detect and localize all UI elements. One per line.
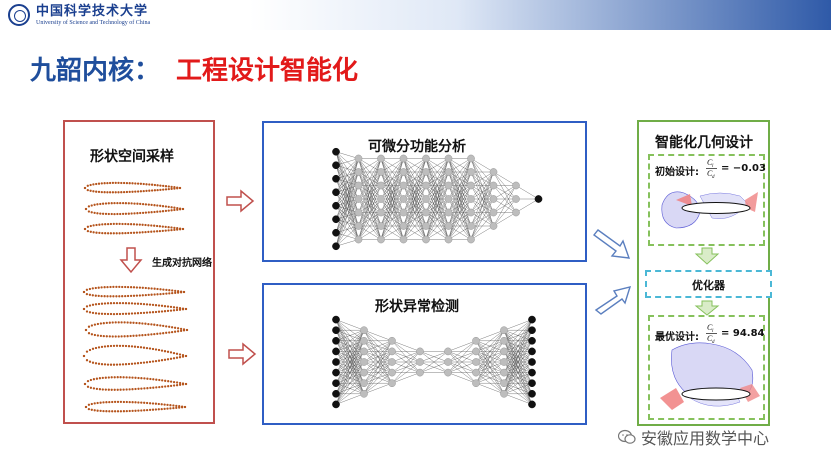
- watermark: 安徽应用数学中心: [618, 425, 769, 449]
- header-band: [0, 0, 831, 30]
- slide-title: 九韶内核： 工程设计智能化: [30, 50, 358, 87]
- arrow-to-analysis: [226, 189, 255, 213]
- initial-design-label: 初始设计:: [655, 167, 699, 178]
- arrow-anomaly-to-design: [594, 286, 632, 315]
- title-prefix: 九韶内核：: [30, 56, 161, 86]
- best-design-label: 最优设计:: [655, 332, 699, 343]
- logo-english-name: University of Science and Technology of …: [36, 19, 151, 26]
- logo-chinese-name: 中国科学技术大学: [36, 3, 149, 19]
- optimizer-label: 优化器: [692, 279, 725, 292]
- university-seal-icon: [8, 4, 30, 26]
- watermark-text: 安徽应用数学中心: [641, 429, 770, 448]
- panel-label-shape-sampling: 形状空间采样: [90, 149, 174, 165]
- arrow-to-anomaly: [228, 342, 257, 366]
- university-logo: 中国科学技术大学 University of Science and Techn…: [8, 3, 150, 27]
- arrow-analysis-to-design: [592, 229, 631, 259]
- initial-design-box: [648, 154, 765, 246]
- logo-text: 中国科学技术大学 University of Science and Techn…: [36, 5, 150, 26]
- panel-label-anomaly-detection: 形状异常检测: [375, 299, 459, 315]
- optimizer-box: 优化器: [645, 270, 772, 298]
- title-main: 工程设计智能化: [176, 56, 359, 86]
- gan-arrow-label: 生成对抗网络: [152, 258, 212, 269]
- best-design-box: [648, 315, 765, 420]
- panel-label-differentiable-analysis: 可微分功能分析: [368, 139, 466, 155]
- wechat-icon: [618, 429, 636, 444]
- best-design-value: = 94.84: [721, 328, 765, 339]
- initial-design-value: = −0.03: [721, 163, 766, 174]
- panel-label-intelligent-design: 智能化几何设计: [655, 135, 753, 151]
